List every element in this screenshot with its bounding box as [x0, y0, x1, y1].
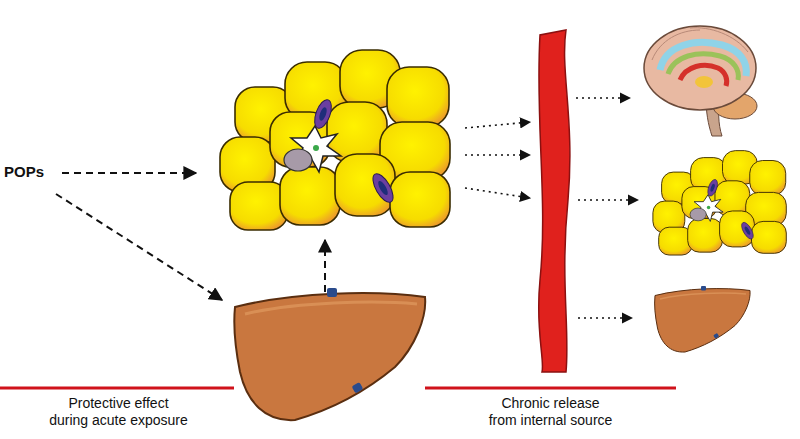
brain	[644, 26, 757, 136]
exposure-arrows	[56, 173, 325, 300]
phase-caption: Chronic release from internal source	[487, 395, 614, 429]
blood-vessel	[539, 30, 570, 372]
baseline-bar	[425, 387, 676, 390]
liver	[234, 288, 425, 420]
liver-small	[655, 286, 750, 352]
substance-label: POPs	[4, 163, 64, 181]
adipose-tissue	[220, 50, 450, 230]
adipose-tissue-small	[653, 151, 786, 255]
phase-caption: Protective effect during acute exposure	[48, 395, 189, 429]
baseline-bar	[0, 387, 234, 390]
release-arrows	[465, 98, 638, 318]
